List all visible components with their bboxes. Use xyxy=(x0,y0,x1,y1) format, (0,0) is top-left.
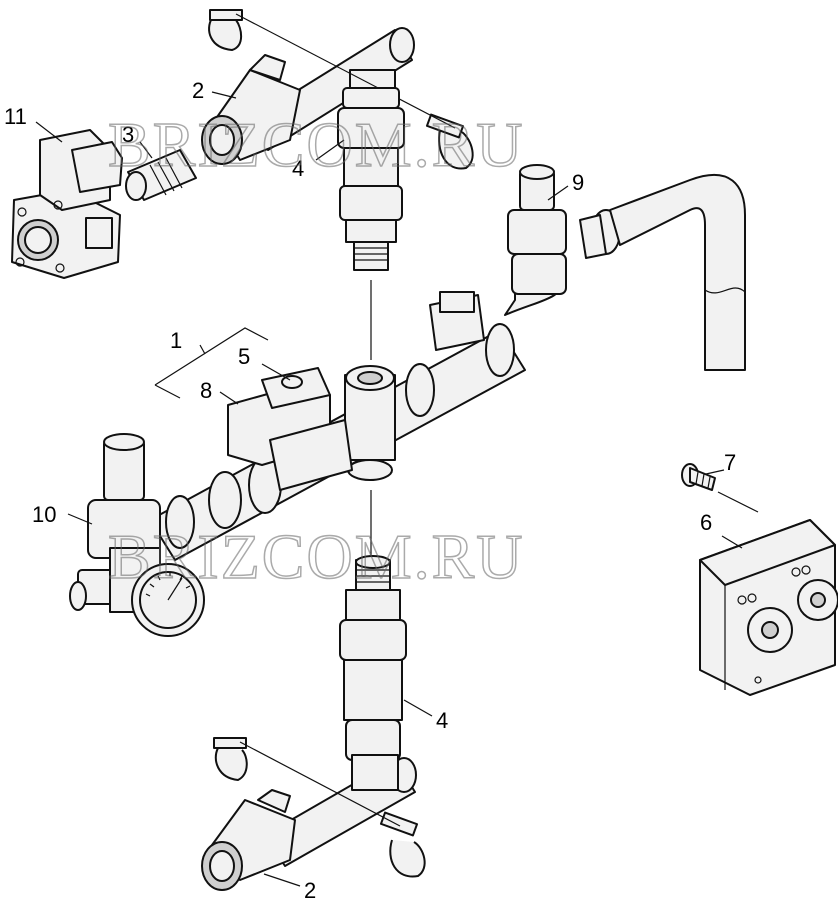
part-1-bracket xyxy=(154,327,269,399)
callout-labels: 11 2 3 4 9 1 5 8 10 7 6 4 2 xyxy=(4,78,736,903)
callout-9: 9 xyxy=(572,170,584,195)
part-6-controller-box xyxy=(699,519,838,696)
part-3-threaded-nipple xyxy=(125,149,197,201)
callout-10: 10 xyxy=(32,502,56,527)
pressure-gauge xyxy=(131,563,205,637)
part-7-screw xyxy=(681,463,759,513)
part-11-solenoid-valve xyxy=(11,129,123,279)
callout-1: 1 xyxy=(170,328,182,353)
callout-5: 5 xyxy=(238,344,250,369)
watermark-top: BRIZCOM.RU xyxy=(108,109,525,180)
bottom-pipe-assembly xyxy=(201,737,426,891)
callout-2-bottom: 2 xyxy=(304,878,316,903)
part-4-top-coupling xyxy=(337,87,405,360)
bent-drain-pipe xyxy=(609,174,746,371)
watermark-middle: BRIZCOM.RU xyxy=(108,521,525,592)
part-9-valve xyxy=(507,164,621,295)
part-10-pressure-regulator xyxy=(69,433,161,613)
part-8-solenoid-coil xyxy=(227,367,353,491)
callout-8: 8 xyxy=(200,378,212,403)
callout-3: 3 xyxy=(122,122,134,147)
callout-7: 7 xyxy=(724,450,736,475)
leader-lines xyxy=(35,91,743,887)
callout-4-top: 4 xyxy=(292,156,304,181)
main-manifold xyxy=(149,259,566,561)
callout-2-top: 2 xyxy=(192,78,204,103)
callout-11: 11 xyxy=(4,104,27,129)
callout-4-bottom: 4 xyxy=(436,708,448,733)
part-4-bottom-coupling xyxy=(339,555,407,761)
callout-6: 6 xyxy=(700,510,712,535)
